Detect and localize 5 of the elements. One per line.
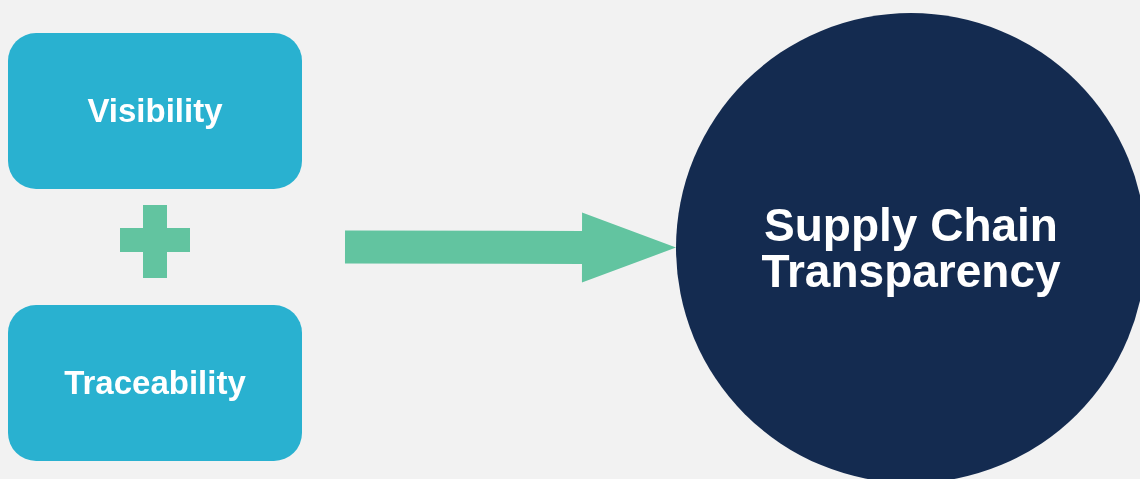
rounded-box [8,33,302,189]
rounded-box [8,305,302,461]
arrow [344,212,676,283]
node-label: Traceability [64,363,246,404]
node-label: Visibility [87,91,223,132]
